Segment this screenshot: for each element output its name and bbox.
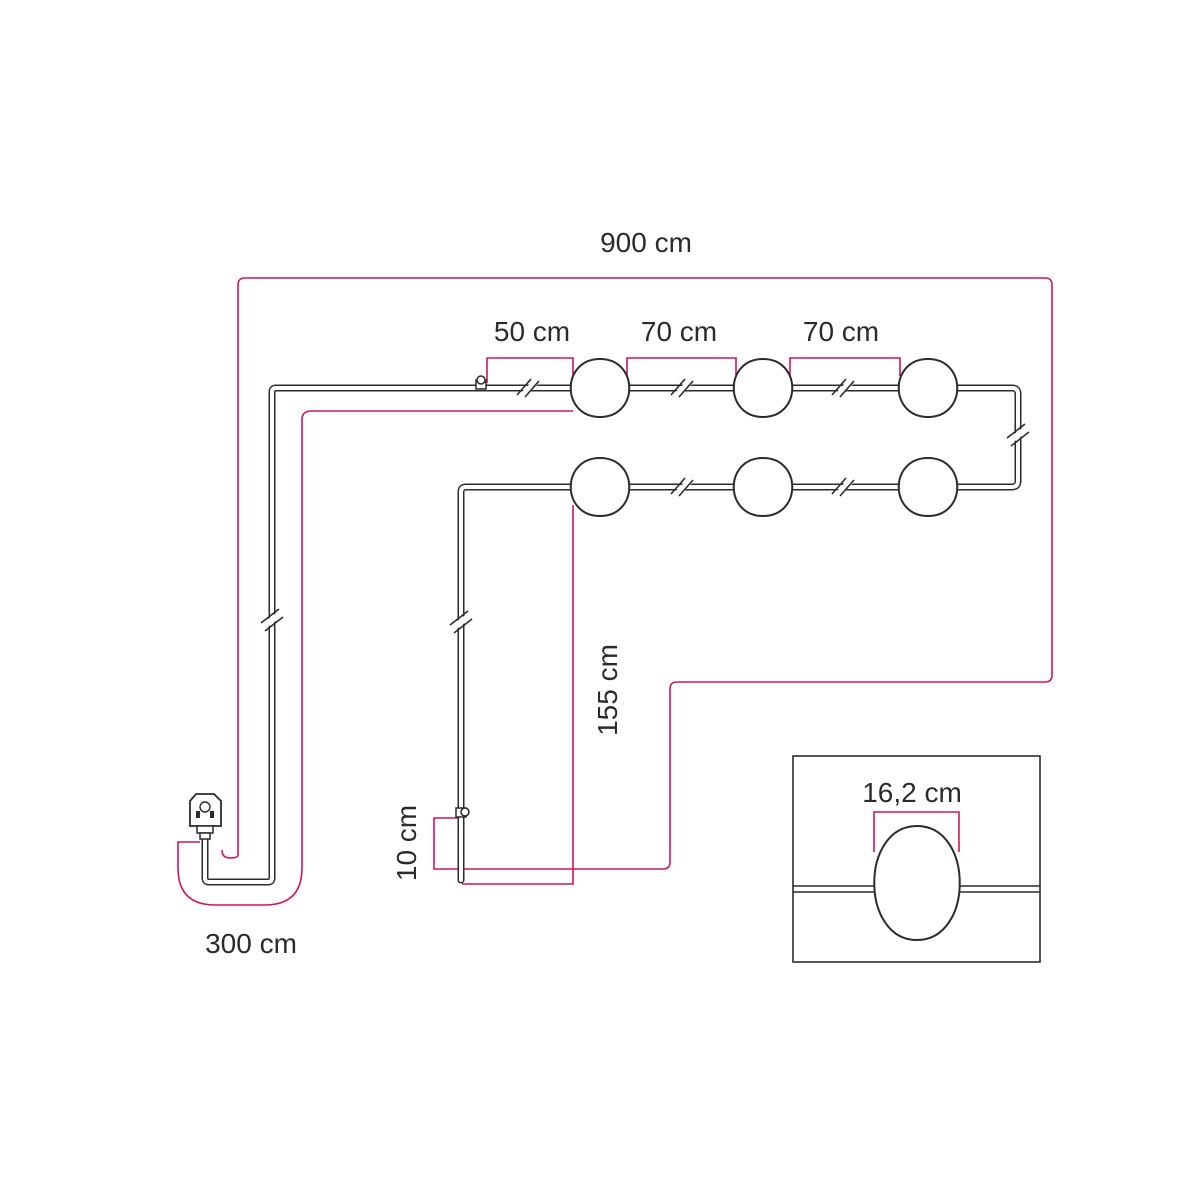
break-mark [831,477,855,497]
hook-icon [475,375,487,390]
lamp-spacing-label-2: 70 cm [803,316,879,347]
total-length-label: 900 cm [600,227,692,258]
spacing-dimension-bracket-1 [626,357,737,376]
break-mark [1006,423,1030,447]
plug-cable-dimension-line [177,410,573,906]
hook-icon [455,807,470,818]
plug-cable-label: 300 cm [205,928,297,959]
bulb-icon [569,456,631,518]
break-mark [516,378,540,398]
cable [201,384,1022,886]
bulb-icon [873,824,961,942]
break-mark [449,610,473,634]
drop-length-label: 155 cm [592,644,623,736]
plug-icon [189,793,222,840]
break-mark [670,477,694,497]
bulb-icon [732,456,794,518]
drop-dimension-line [462,505,574,885]
bulb-icon [569,357,631,419]
end-length-label: 10 cm [391,805,422,881]
total-length-dimension-line [221,277,1053,870]
bulb-icon [897,456,959,518]
lead-dimension-bracket [486,357,574,383]
break-mark [831,378,855,398]
lamp-width-dimension-bracket [873,811,960,852]
bulb-icon [732,357,794,419]
break-mark [670,378,694,398]
spacing-dimension-bracket-2 [789,357,901,376]
lamp-width-label: 16,2 cm [862,777,962,808]
lead-length-label: 50 cm [494,316,570,347]
lamp-spacing-label-1: 70 cm [641,316,717,347]
bulb-icon [897,357,959,419]
break-mark [260,608,284,632]
end-dimension-bracket [433,817,461,870]
lamp-detail-inset [792,755,1041,963]
